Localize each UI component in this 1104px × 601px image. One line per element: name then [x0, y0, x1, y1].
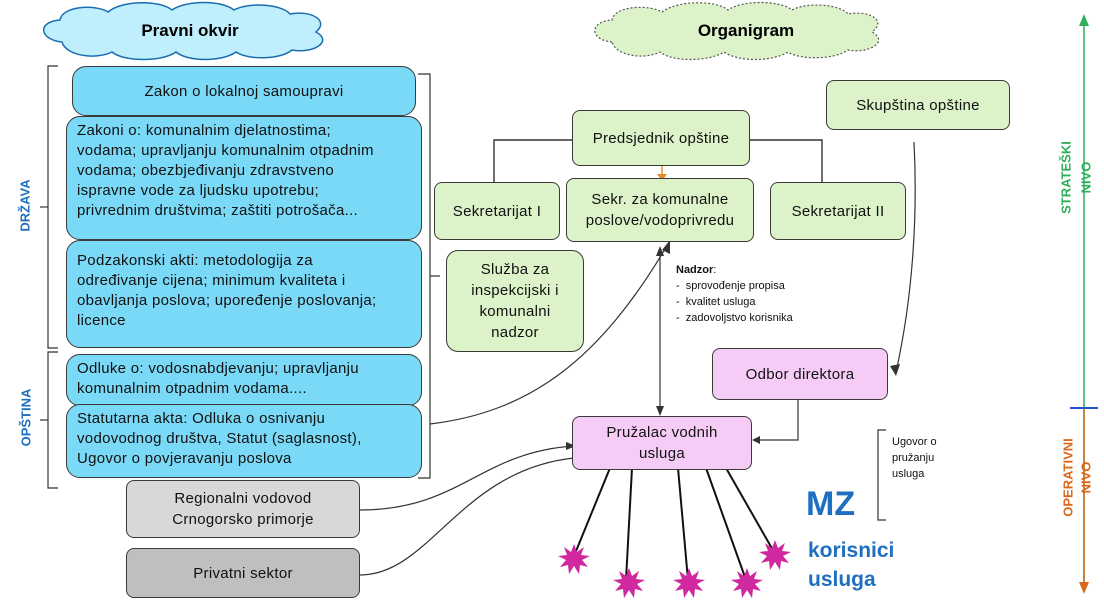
nadzor-title: Nadzor: — [676, 264, 717, 276]
star-icon — [613, 568, 645, 598]
label-operativni: OPERATIVNI — [1060, 438, 1076, 517]
nadzor-item: - zadovoljstvo korisnika — [676, 312, 793, 324]
label-drzava: DRŽAVA — [17, 179, 33, 232]
box-sekr-komunalne: Sekr. za komunalne poslove/vodoprivredu — [566, 178, 754, 242]
mz-label: MZ — [806, 485, 856, 523]
label-opstina: OPŠTINA — [18, 388, 34, 447]
box-regionalni-vodovod: Regionalni vodovod Crnogorsko primorje — [126, 480, 360, 538]
box-podzakonski-akti: Podzakonski akti: metodologija za određi… — [66, 240, 422, 348]
box-sekretarijat-2: Sekretarijat II — [770, 182, 906, 240]
star-icon — [673, 568, 705, 598]
box-odbor-direktora: Odbor direktora — [712, 348, 888, 400]
box-skupstina-opstine: Skupština opštine — [826, 80, 1010, 130]
box-sluzba-nadzor: Služba za inspekcijski i komunalni nadzo… — [446, 250, 584, 352]
cloud-organigram — [594, 1, 880, 61]
box-sekretarijat-1: Sekretarijat I — [434, 182, 560, 240]
header-organigram: Organigram — [697, 21, 795, 40]
cloud-pravni-okvir — [42, 1, 324, 61]
star-icon — [731, 568, 763, 598]
label-strateski-nivo: NIVO — [1078, 161, 1094, 194]
korisnici-label: korisnici usluga — [808, 539, 895, 591]
nadzor-note: Nadzor: - sprovođenje propisa - kvalitet… — [676, 262, 856, 326]
nadzor-item: - sprovođenje propisa — [676, 280, 785, 292]
nadzor-item: - kvalitet usluga — [676, 296, 756, 308]
box-zakoni-o: Zakoni o: komunalnim djelatnostima; voda… — [66, 116, 422, 240]
box-pruzalac-usluga: Pružalac vodnih usluga — [572, 416, 752, 470]
star-icon — [558, 544, 590, 574]
label-operativni-nivo: NIVO — [1078, 461, 1094, 494]
label-strateski: STRATEŠKI — [1058, 141, 1074, 214]
star-icon — [759, 540, 791, 570]
drzava-bracket — [47, 65, 58, 349]
opstina-bracket — [47, 351, 58, 489]
box-zakon-lokalna-samouprava: Zakon o lokalnoj samoupravi — [72, 66, 416, 116]
box-privatni-sektor: Privatni sektor — [126, 548, 360, 598]
distribution-lines — [573, 467, 775, 581]
box-odluke: Odluke o: vodosnabdjevanju; upravljanju … — [66, 354, 422, 406]
ugovor-note: Ugovor o pružanju usluga — [892, 436, 937, 480]
user-stars — [558, 540, 791, 598]
header-pravni-okvir: Pravni okvir — [141, 21, 239, 40]
box-predsjednik-opstine: Predsjednik opštine — [572, 110, 750, 166]
box-statutarna-akta: Statutarna akta: Odluka o osnivanju vodo… — [66, 404, 422, 478]
